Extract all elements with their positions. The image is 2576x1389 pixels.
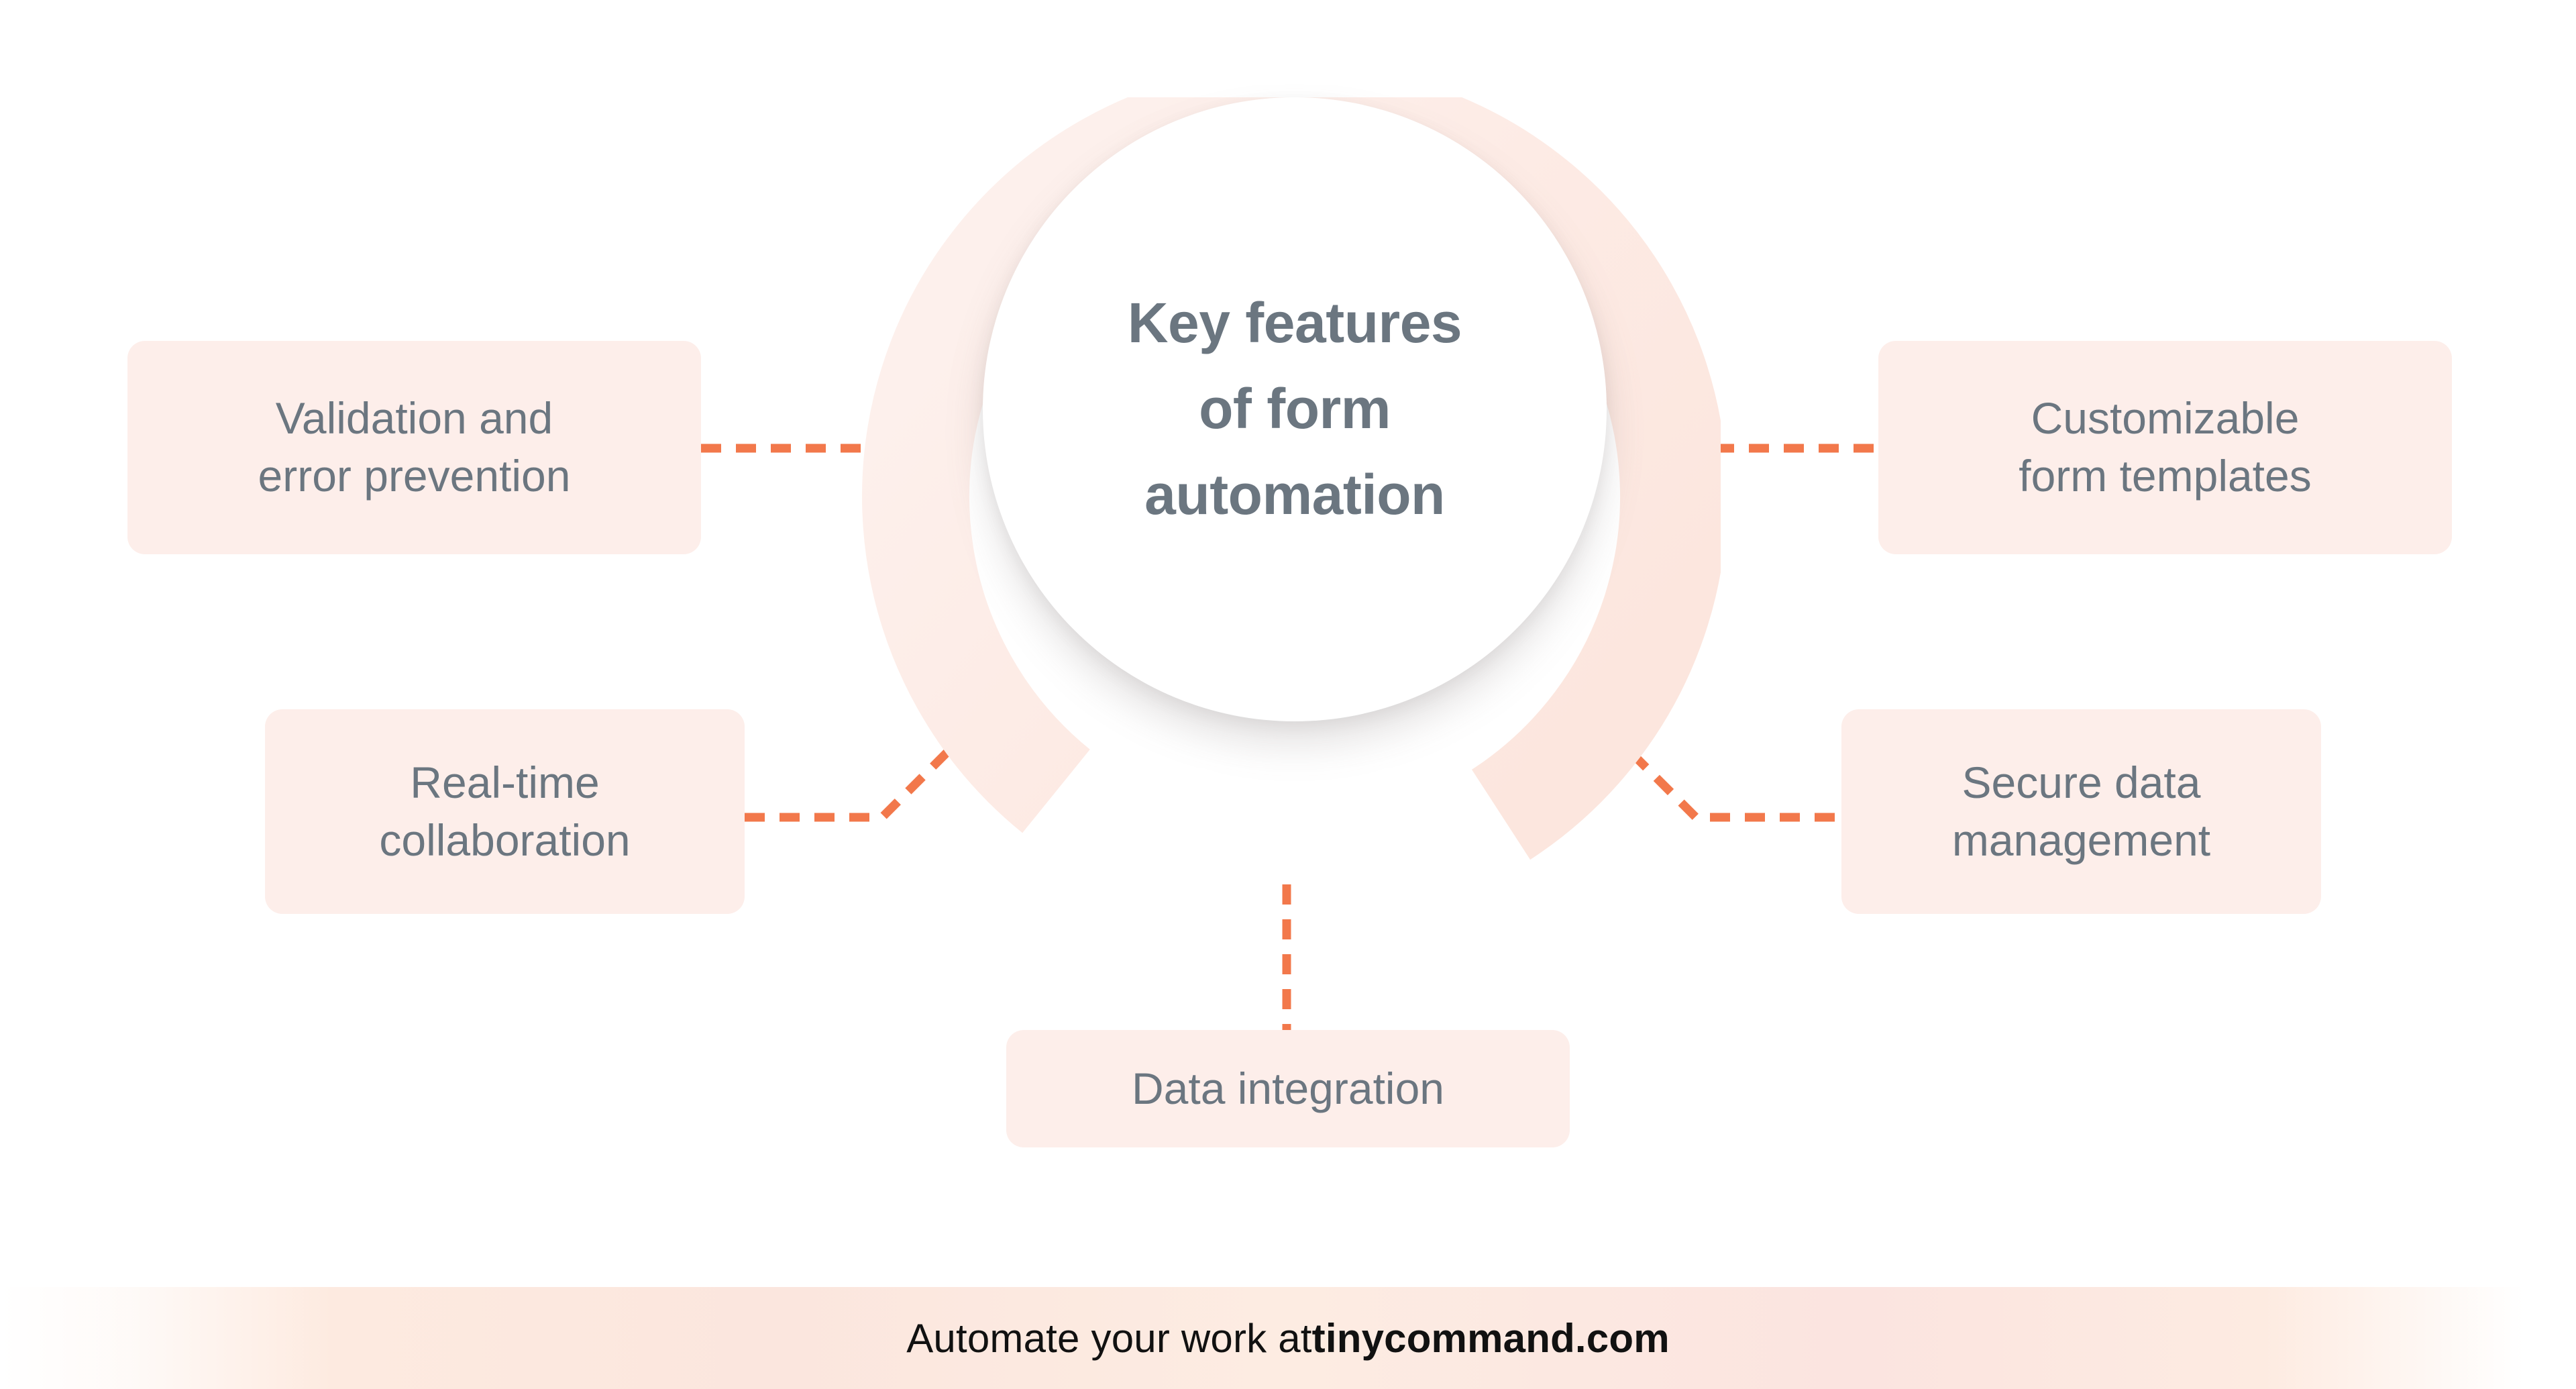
feature-box-validation[interactable]: Validation and error prevention <box>127 341 701 554</box>
feature-label-line: Secure data <box>1962 757 2201 807</box>
feature-label-line: error prevention <box>258 451 571 501</box>
feature-box-secure[interactable]: Secure data management <box>1841 709 2321 914</box>
center-title-line-2: of form <box>1199 377 1391 441</box>
center-title-line-1: Key features <box>1127 291 1462 355</box>
footer-band <box>0 1287 2576 1389</box>
feature-box-customizable[interactable]: Customizable form templates <box>1878 341 2452 554</box>
pink-ring <box>862 97 1721 886</box>
feature-box-realtime[interactable]: Real-time collaboration <box>265 709 745 914</box>
center-hub: Key features of form automation <box>855 97 1721 886</box>
center-title: Key features of form automation <box>983 97 1607 721</box>
footer-brand: tinycommand.com <box>1311 1315 1670 1361</box>
feature-box-dataintegration[interactable]: Data integration <box>1006 1030 1570 1147</box>
feature-label-line: management <box>1951 815 2211 865</box>
center-title-line-3: automation <box>1144 462 1445 526</box>
feature-label-line: Real-time <box>410 757 600 807</box>
feature-label-line: Validation and <box>275 393 553 444</box>
feature-label-line: form templates <box>2019 451 2312 501</box>
footer-prefix: Automate your work at <box>906 1315 1312 1361</box>
feature-label-line: Data integration <box>1132 1063 1444 1113</box>
center-circle <box>983 97 1607 721</box>
footer-text: Automate your work at tinycommand.com <box>0 1287 2576 1389</box>
feature-label-line: Customizable <box>2031 393 2300 444</box>
feature-label-line: collaboration <box>379 815 631 865</box>
